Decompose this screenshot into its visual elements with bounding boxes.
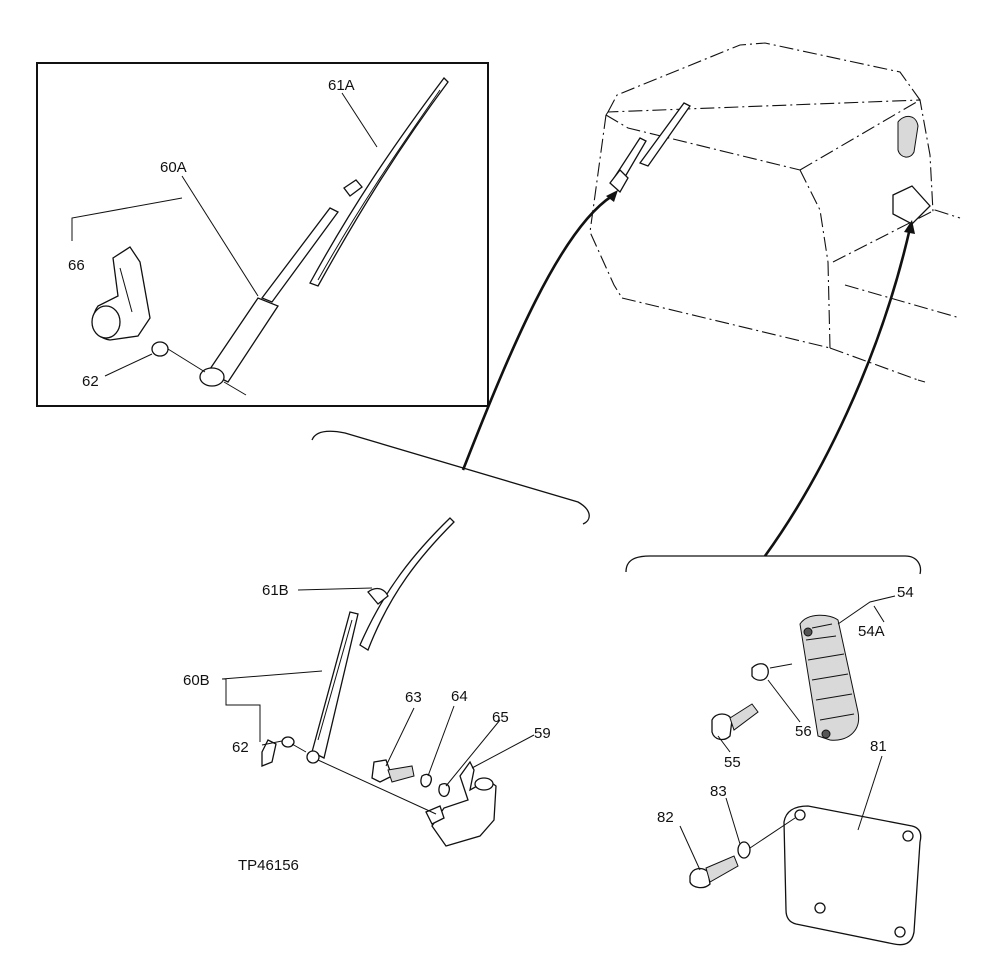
wiper-assembly-lower [261,517,497,847]
label-62-inset: 62 [82,373,99,390]
leader-62-inset [104,353,153,377]
label-56: 56 [795,723,812,740]
label-83: 83 [710,783,727,800]
cover-plate-81 [783,805,922,946]
label-55: 55 [724,754,741,771]
label-62: 62 [232,739,249,756]
bushing-62-inset [151,341,206,373]
screw-82-washer-83 [689,817,796,889]
label-54a: 54A [858,623,885,640]
cover-66-inset [91,246,151,341]
figure-id: TP46156 [238,857,299,874]
label-61a: 61A [328,77,355,94]
label-82: 82 [657,809,674,826]
wiper-blade-61a-inset [309,77,449,287]
leader-66-bracket [71,197,183,241]
label-64: 64 [451,688,468,705]
label-59: 59 [534,725,551,742]
label-66: 66 [68,257,85,274]
light-assembly [711,614,860,741]
leader-60a [181,175,259,297]
label-61b: 61B [262,582,289,599]
cab-outline [589,42,961,383]
lower-left-leaders [221,587,535,787]
label-60a: 60A [160,159,187,176]
inset-frame [36,62,489,407]
label-81: 81 [870,738,887,755]
leader-61a [341,92,378,148]
label-54: 54 [897,584,914,601]
wiper-arm-60a-inset [199,207,339,396]
label-63: 63 [405,689,422,706]
connector-arrows [311,190,922,575]
lower-right-leaders [679,595,896,871]
label-60b: 60B [183,672,210,689]
label-65: 65 [492,709,509,726]
inset-detail: 61A 60A 66 62 [36,62,489,407]
